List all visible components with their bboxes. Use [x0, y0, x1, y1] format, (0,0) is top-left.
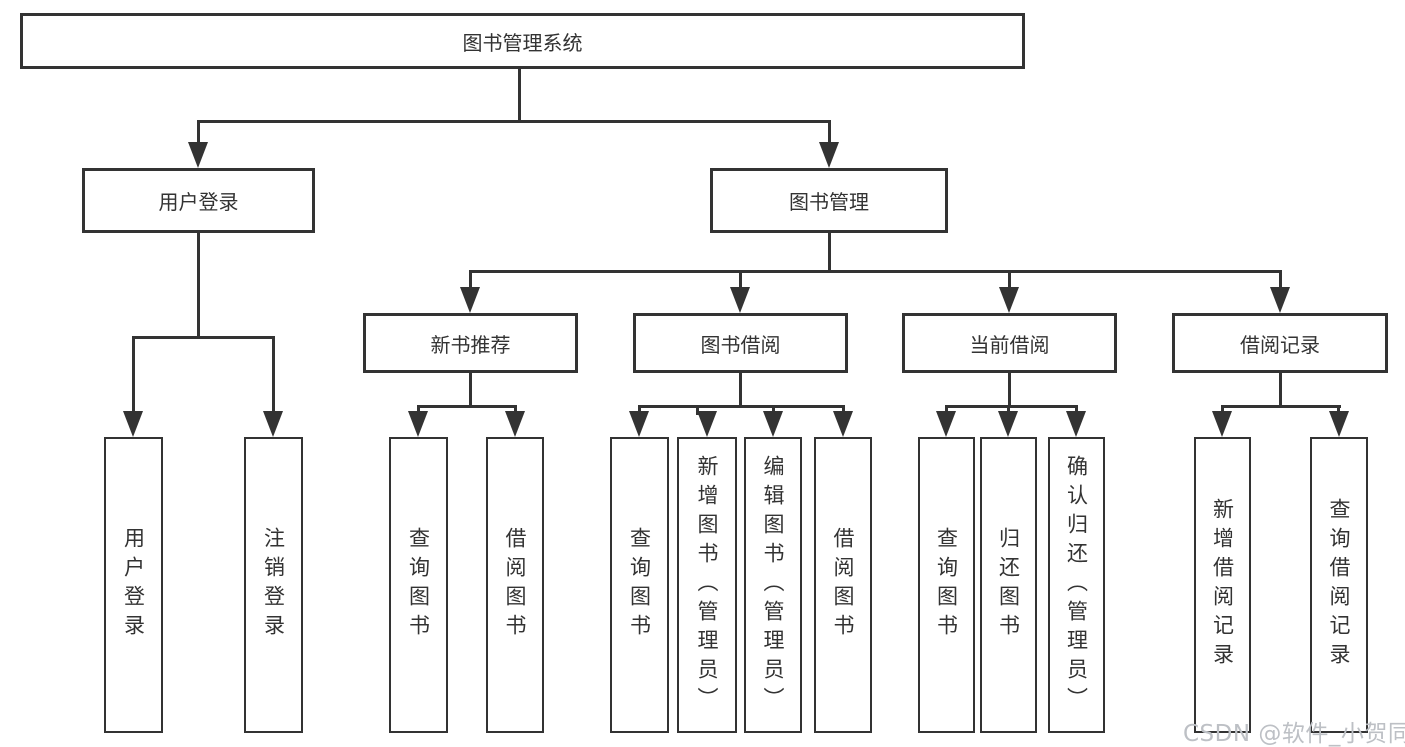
connector-line [772, 405, 775, 415]
node-new-book-recommend: 新书推荐 [363, 313, 578, 373]
node-label: 确认归还（管理员） [1064, 454, 1089, 716]
connector-line [514, 405, 517, 415]
connector-line [842, 405, 845, 415]
leaf-edit-books-admin: 编辑图书（管理员） [744, 437, 802, 733]
node-label: 当前借阅 [969, 332, 1050, 357]
node-book-management: 图书管理 [710, 168, 948, 233]
arrowhead-icon [730, 287, 750, 313]
connector-line [272, 336, 275, 413]
csdn-watermark: CSDN @软件_小贺同学 [1183, 721, 1405, 747]
leaf-logout: 注销登录 [244, 437, 303, 733]
node-borrowing-records: 借阅记录 [1172, 313, 1388, 373]
leaf-borrow-books-borrowing: 借阅图书 [814, 437, 872, 733]
node-label: 新增借阅记录 [1210, 498, 1235, 672]
leaf-user-login: 用户登录 [104, 437, 163, 733]
arrowhead-icon [936, 411, 956, 437]
node-label: 查询图书 [934, 527, 959, 643]
node-label: 查询图书 [406, 527, 431, 643]
node-label: 查询图书 [627, 527, 652, 643]
node-label: 新增图书（管理员） [695, 454, 719, 716]
arrowhead-icon [998, 411, 1018, 437]
connector-line [1279, 270, 1282, 290]
connector-line [132, 336, 275, 339]
connector-line [1008, 373, 1011, 407]
node-label: 借阅图书 [831, 527, 855, 643]
node-label: 编辑图书（管理员） [761, 454, 785, 716]
arrowhead-icon [505, 411, 525, 437]
node-label: 归还图书 [996, 527, 1021, 643]
connector-line [1007, 405, 1010, 415]
node-label: 图书借阅 [700, 332, 781, 357]
node-user-login: 用户登录 [82, 168, 315, 233]
connector-line [469, 270, 472, 290]
node-book-borrowing: 图书借阅 [633, 313, 848, 373]
node-current-borrowing: 当前借阅 [902, 313, 1117, 373]
arrowhead-icon [629, 411, 649, 437]
leaf-confirm-return-admin: 确认归还（管理员） [1048, 437, 1105, 733]
connector-line [132, 336, 135, 413]
connector-line [1279, 373, 1282, 407]
arrowhead-icon [188, 142, 208, 168]
connector-line [638, 405, 641, 415]
connector-line [739, 373, 742, 407]
connector-line [518, 69, 521, 122]
connector-line [828, 233, 831, 272]
connector-line [945, 405, 948, 415]
connector-line [945, 405, 1078, 408]
leaf-borrow-books-recommend: 借阅图书 [486, 437, 544, 733]
arrowhead-icon [1066, 411, 1086, 437]
node-library-system: 图书管理系统 [20, 13, 1025, 69]
node-label: 注销登录 [261, 527, 286, 643]
connector-line [828, 120, 831, 146]
arrowhead-icon [408, 411, 428, 437]
node-label: 查询借阅记录 [1327, 498, 1351, 672]
leaf-query-borrow-record: 查询借阅记录 [1310, 437, 1368, 733]
connector-line [1337, 405, 1340, 415]
node-label: 图书管理系统 [462, 30, 583, 55]
connector-line [1221, 405, 1224, 415]
connector-line [197, 120, 200, 146]
leaf-return-books: 归还图书 [980, 437, 1037, 733]
arrowhead-icon [819, 142, 839, 168]
arrowhead-icon [833, 411, 853, 437]
arrowhead-icon [1212, 411, 1232, 437]
node-label: 用户登录 [158, 190, 239, 214]
leaf-query-books-current: 查询图书 [918, 437, 975, 733]
arrowhead-icon [999, 287, 1019, 313]
connector-line [696, 405, 699, 415]
node-label: 图书管理 [789, 190, 869, 214]
connector-line [1008, 270, 1011, 290]
connector-line [638, 405, 844, 408]
connector-line [1221, 405, 1341, 408]
connector-line [417, 405, 517, 408]
leaf-add-borrow-record: 新增借阅记录 [1194, 437, 1251, 733]
arrowhead-icon [263, 411, 283, 437]
arrowhead-icon [1270, 287, 1290, 313]
arrowhead-icon [1329, 411, 1349, 437]
connector-line [469, 270, 1282, 273]
connector-line [197, 120, 831, 123]
node-label: 借阅记录 [1240, 332, 1320, 357]
connector-line [417, 405, 420, 415]
connector-line [197, 233, 200, 338]
node-label: 借阅图书 [503, 527, 527, 643]
node-label: 新书推荐 [430, 332, 511, 357]
leaf-query-books-recommend: 查询图书 [389, 437, 448, 733]
connector-line [469, 373, 472, 407]
arrowhead-icon [763, 411, 783, 437]
arrowhead-icon [123, 411, 143, 437]
leaf-query-books-borrowing: 查询图书 [610, 437, 669, 733]
arrowhead-icon [460, 287, 480, 313]
arrowhead-icon [697, 411, 717, 437]
connector-line [1075, 405, 1078, 415]
node-label: 用户登录 [121, 527, 146, 643]
leaf-add-books-admin: 新增图书（管理员） [677, 437, 737, 733]
connector-line [739, 270, 742, 290]
